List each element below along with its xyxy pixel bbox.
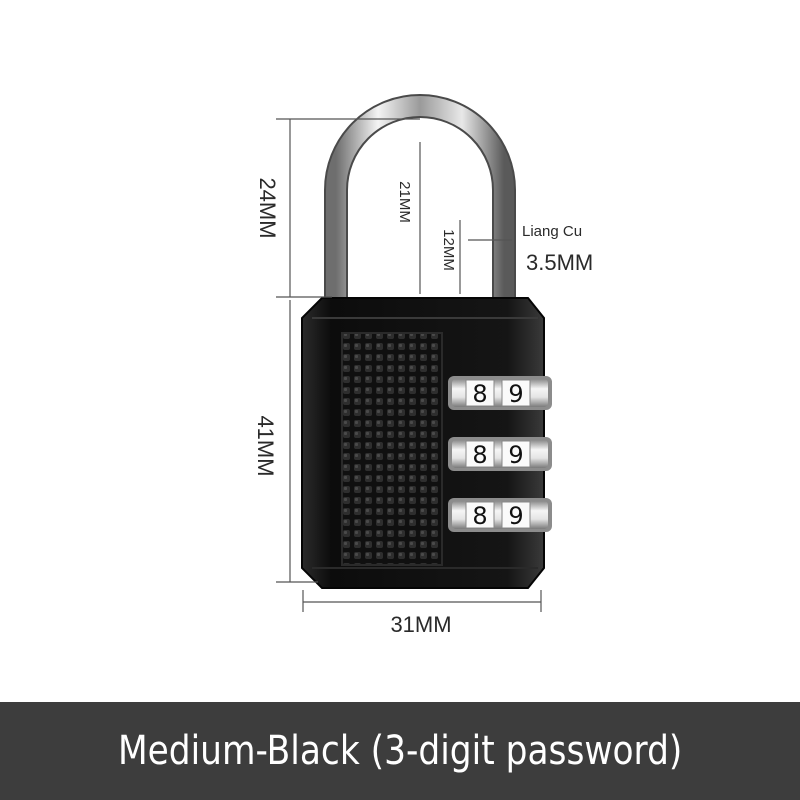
dial-2[interactable]: 8 9 [448,437,552,471]
grip-panel [341,332,443,566]
dial-1-right-digit: 9 [508,380,523,408]
dial-3-right-digit: 9 [508,502,523,530]
dial-2-right-digit: 9 [508,441,523,469]
dial-3-left-digit: 8 [472,502,487,530]
variant-banner: Medium-Black (3-digit password) [0,702,800,800]
shackle [324,94,516,302]
body-height-label: 41MM [253,415,278,476]
material-label: Liang Cu [522,223,582,240]
inner-height-label: 21MM [396,181,413,223]
shackle-height-label: 24MM [255,177,280,238]
dial-1-left-digit: 8 [472,380,487,408]
inner-width-label: 12MM [440,229,457,271]
shackle-diameter-label: 3.5MM [526,250,593,275]
dial-2-left-digit: 8 [472,441,487,469]
variant-title: Medium-Black (3-digit password) [117,728,683,774]
dial-1[interactable]: 8 9 [448,376,552,410]
dimension-lines [276,118,542,612]
dial-3[interactable]: 8 9 [448,498,552,532]
body-width-label: 31MM [390,612,451,637]
